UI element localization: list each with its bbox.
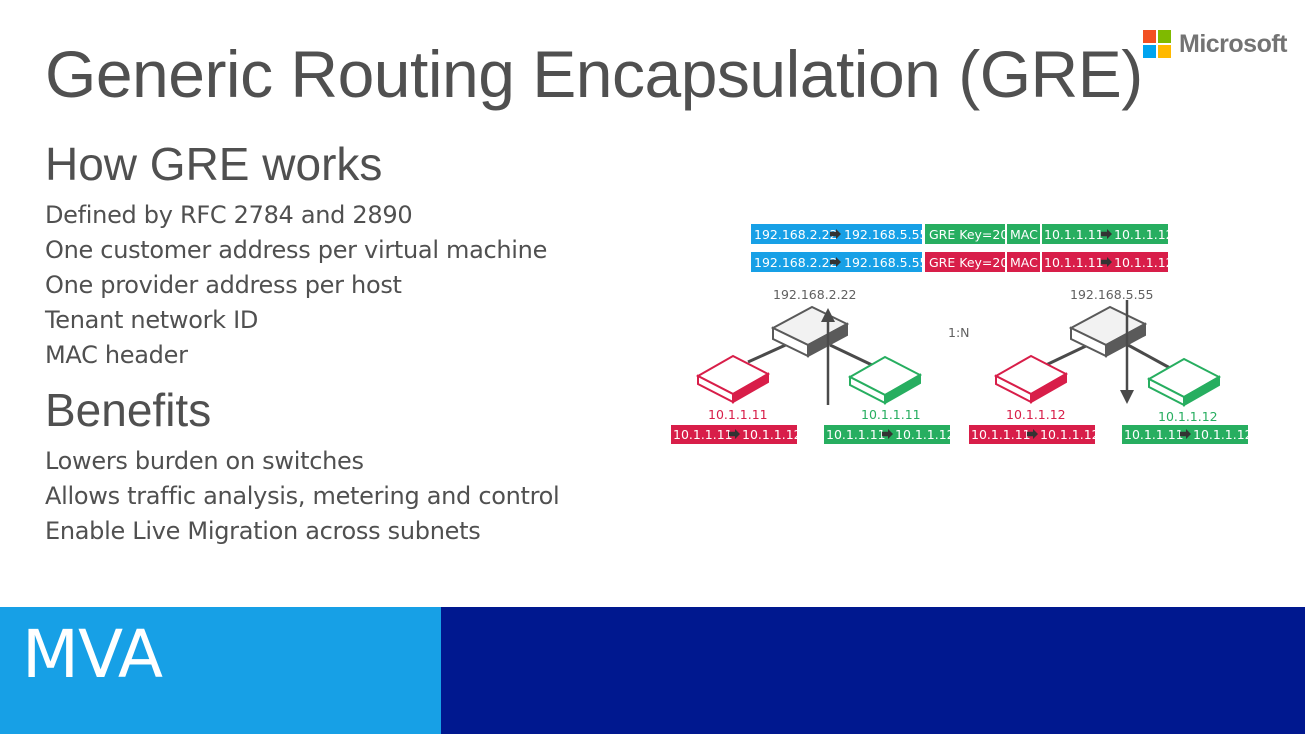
bullet-item: Enable Live Migration across subnets (45, 517, 481, 545)
host-label-left: 192.168.2.22 (773, 287, 857, 302)
bullet-item: Allows traffic analysis, metering and co… (45, 482, 560, 510)
inner-dst-ip: 10.1.1.12 (1114, 227, 1174, 242)
bullet-item: One provider address per host (45, 271, 402, 299)
section-heading-benefits: Benefits (45, 384, 212, 436)
bullet-item: Tenant network ID (45, 306, 259, 334)
logo-wordmark: Microsoft (1179, 30, 1288, 58)
footer-band-right (441, 607, 1305, 734)
flow-dst-ip: 10.1.1.12 (1040, 427, 1100, 442)
flow-dst-ip: 10.1.1.12 (742, 427, 802, 442)
down-arrow-icon (1120, 300, 1134, 404)
vm-flow-box-green-left: 10.1.1.11 10.1.1.12 (824, 425, 955, 444)
link-line (1045, 343, 1089, 367)
vm-ip-label: 10.1.1.11 (861, 407, 921, 422)
outer-dst-ip: 192.168.5.55 (844, 255, 928, 270)
vm-flow-box-red-right: 10.1.1.11 10.1.1.12 (969, 425, 1100, 444)
footer-band-left (0, 607, 441, 734)
mac-box (1007, 252, 1040, 272)
vm-flow-box-green-right: 10.1.1.11 10.1.1.12 (1122, 425, 1253, 444)
gre-key-label: GRE Key=20 (929, 255, 1008, 270)
ratio-label: 1:N (948, 325, 970, 340)
outer-dst-ip: 192.168.5.55 (844, 227, 928, 242)
bullet-item: One customer address per virtual machine (45, 236, 548, 264)
vm-ip-label: 10.1.1.12 (1006, 407, 1066, 422)
logo-yellow-square (1158, 45, 1171, 58)
mac-label: MAC (1010, 227, 1038, 242)
outer-src-ip: 192.168.2.22 (754, 255, 838, 270)
outer-src-ip: 192.168.2.22 (754, 227, 838, 242)
gre-key-box (925, 224, 1005, 244)
flow-src-ip: 10.1.1.11 (971, 427, 1031, 442)
logo-green-square (1158, 30, 1171, 43)
vm-flow-box-red-left: 10.1.1.11 10.1.1.12 (671, 425, 802, 444)
host-label-right: 192.168.5.55 (1070, 287, 1154, 302)
up-arrow-icon (821, 308, 835, 405)
flow-src-ip: 10.1.1.11 (826, 427, 886, 442)
link-line (829, 343, 873, 367)
bullet-item: Lowers burden on switches (45, 447, 364, 475)
logo-blue-square (1143, 45, 1156, 58)
flow-src-ip: 10.1.1.11 (1124, 427, 1184, 442)
mac-box (1007, 224, 1040, 244)
packet-header-row-1: 192.168.2.22 192.168.5.55 GRE Key=20 MAC… (751, 224, 1174, 244)
inner-dst-ip: 10.1.1.12 (1114, 255, 1174, 270)
inner-src-ip: 10.1.1.11 (1044, 255, 1104, 270)
gre-key-box (925, 252, 1005, 272)
bullet-item: MAC header (45, 341, 188, 369)
flow-dst-ip: 10.1.1.12 (1193, 427, 1253, 442)
logo-red-square (1143, 30, 1156, 43)
gre-key-label: GRE Key=20 (929, 227, 1008, 242)
vm-server-red-right (993, 354, 1069, 404)
section-heading-how-gre-works: How GRE works (45, 138, 383, 190)
link-line (747, 341, 791, 364)
vm-server-green-left (847, 355, 923, 405)
bullet-item: Defined by RFC 2784 and 2890 (45, 201, 413, 229)
vm-server-red-left (695, 354, 771, 404)
inner-src-ip: 10.1.1.11 (1044, 227, 1104, 242)
vm-ip-label: 10.1.1.12 (1158, 409, 1218, 424)
link-line (1127, 343, 1171, 370)
mac-label: MAC (1010, 255, 1038, 270)
packet-header-row-2: 192.168.2.22 192.168.5.55 GRE Key=20 MAC… (751, 252, 1174, 272)
vm-ip-label: 10.1.1.11 (708, 407, 768, 422)
vm-server-green-right (1146, 357, 1222, 407)
flow-src-ip: 10.1.1.11 (673, 427, 733, 442)
slide-title: Generic Routing Encapsulation (GRE) (45, 37, 1143, 111)
flow-dst-ip: 10.1.1.12 (895, 427, 955, 442)
gre-diagram: 192.168.2.22 192.168.5.55 GRE Key=20 MAC… (671, 224, 1253, 444)
mva-label: MVA (22, 616, 163, 693)
